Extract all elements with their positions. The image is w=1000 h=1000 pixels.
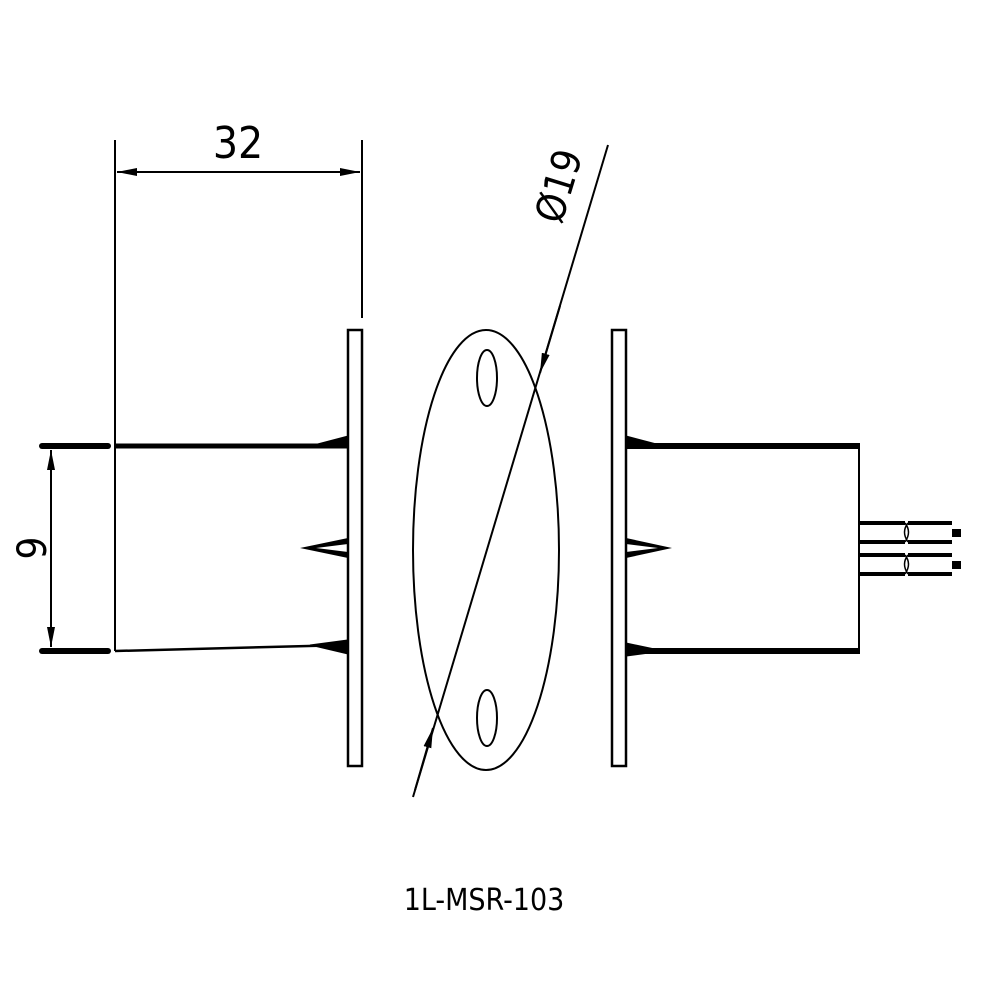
mounting-hole-bottom: [476, 689, 498, 747]
face-view: [412, 329, 560, 771]
lead-wires: [860, 521, 961, 576]
model-label: 1L-MSR-103: [404, 883, 565, 918]
mounting-hole-top: [476, 349, 498, 407]
dimension-length: [117, 140, 363, 318]
dimension-diameter: [412, 144, 609, 798]
left-switch-body: [39, 140, 364, 768]
dimension-length-label: 32: [213, 118, 263, 169]
dimension-height-label: 9: [10, 537, 56, 560]
dimension-diameter-label: Ø19: [527, 144, 593, 228]
right-magnet-body: [610, 328, 860, 768]
